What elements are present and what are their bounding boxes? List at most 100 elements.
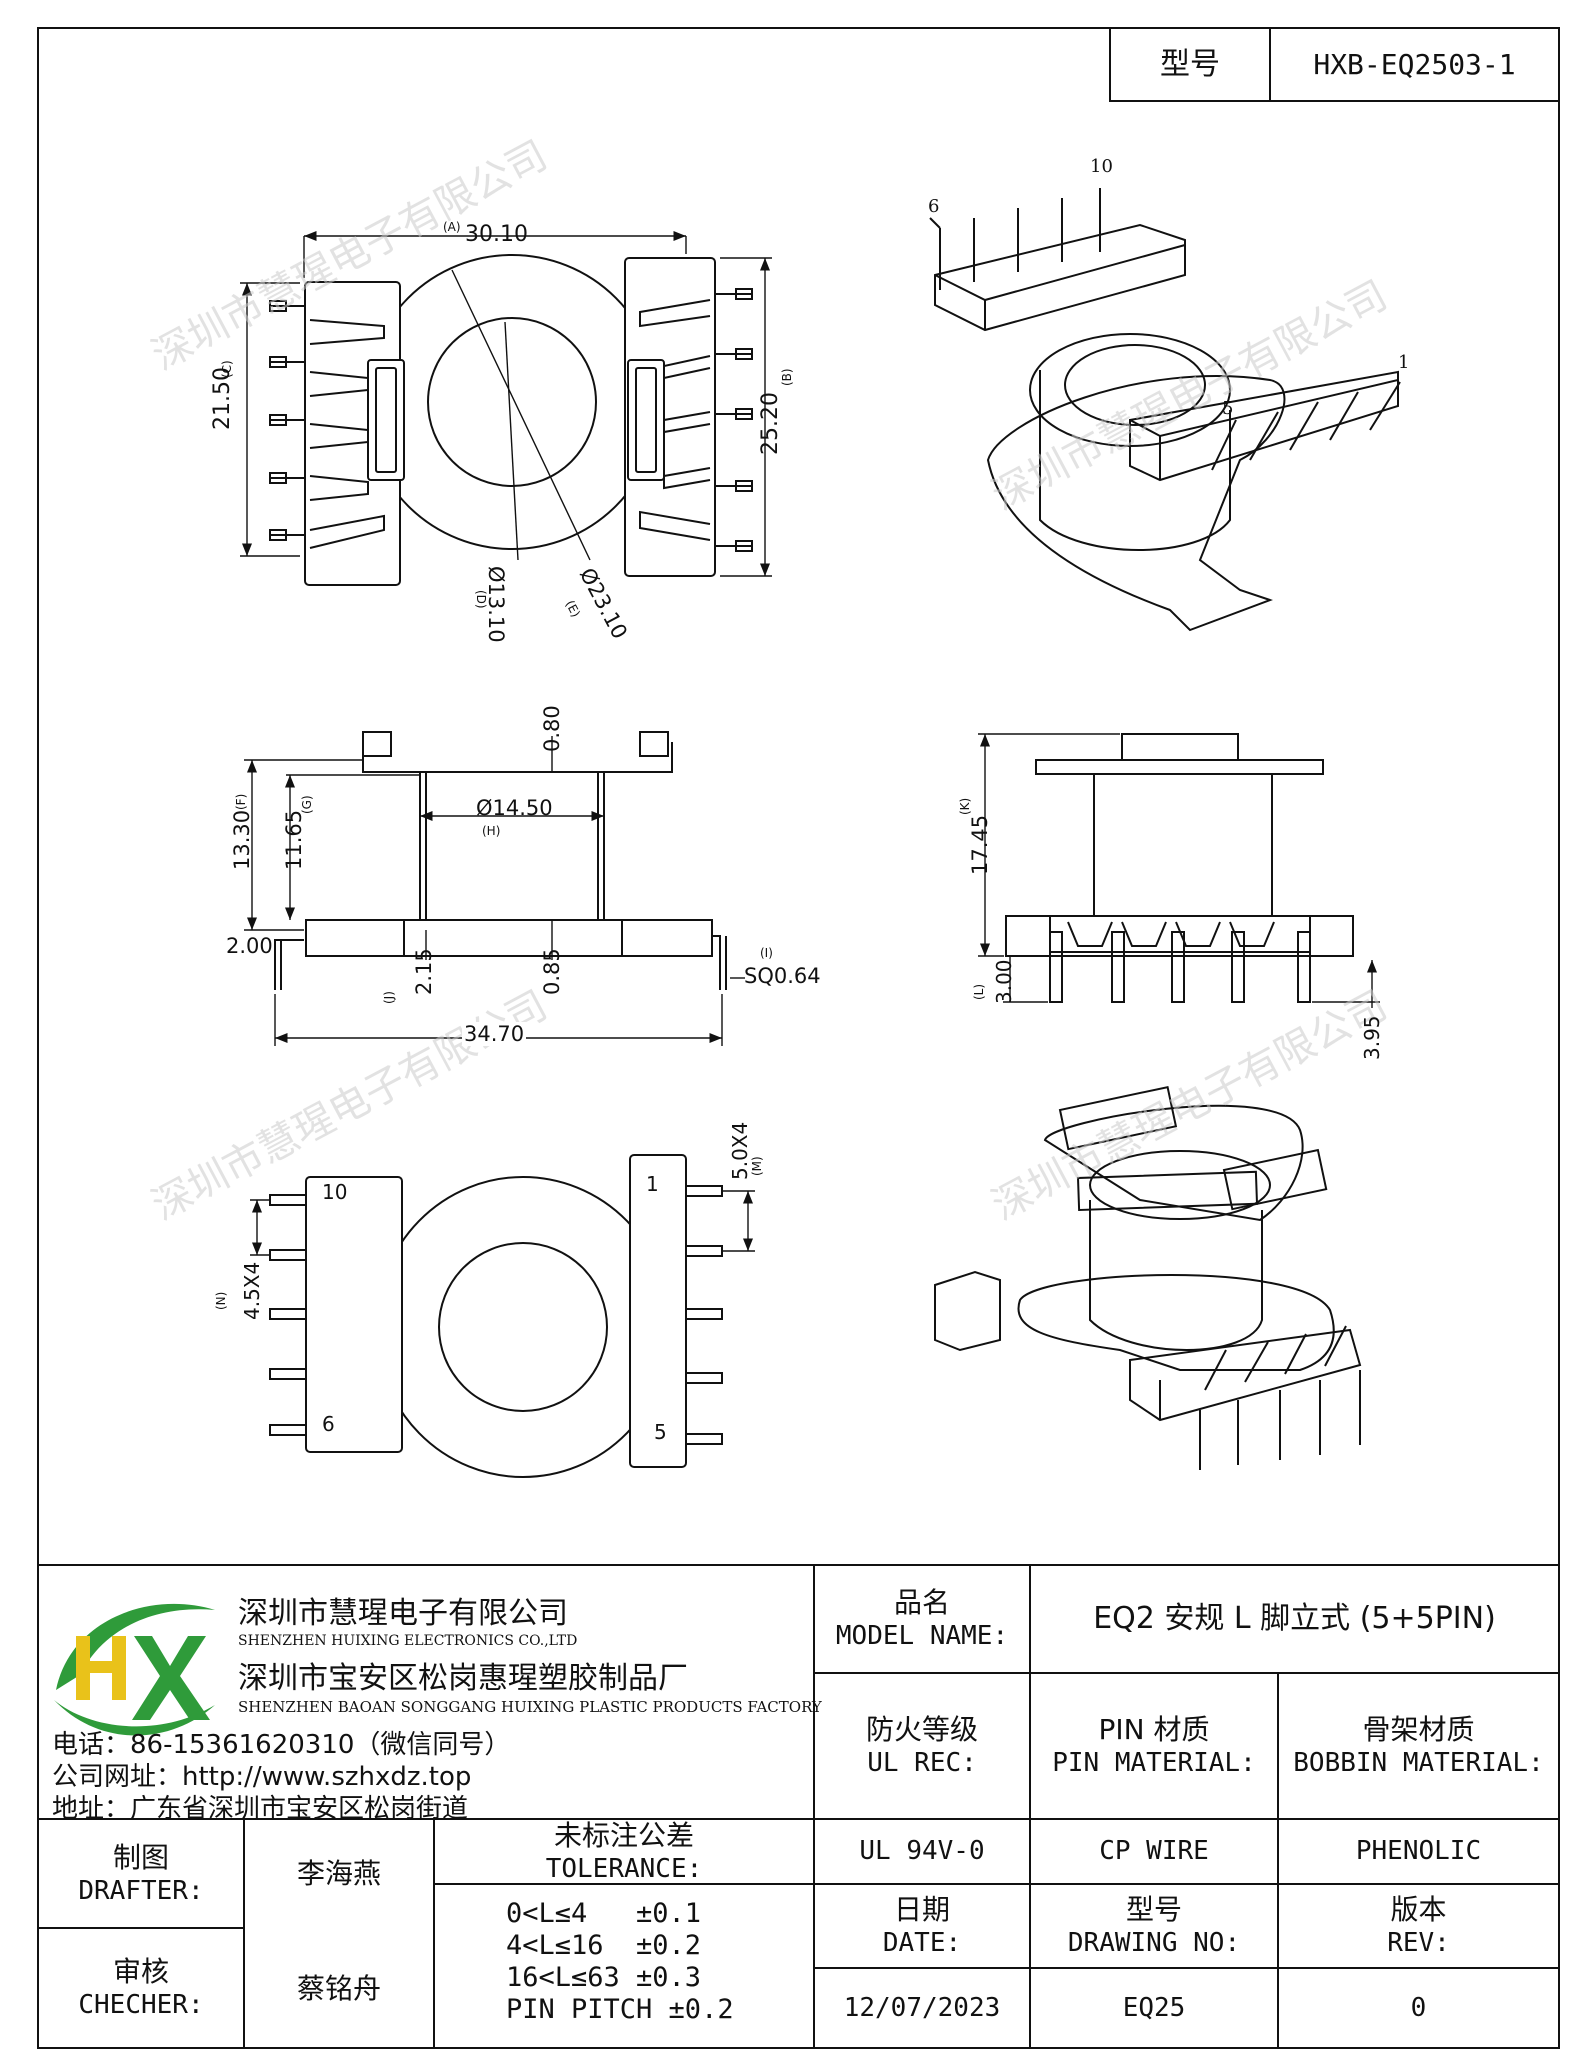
tolerance-line: 4<L≤16 ±0.2 <box>506 1930 702 1961</box>
dim-pin-offset-label: 2.00 <box>226 934 273 958</box>
pin-number-label: 10 <box>322 1180 348 1204</box>
drafter-en: DRAFTER: <box>78 1875 204 1906</box>
top-view-outer-ring <box>364 254 660 550</box>
dim-height-label: 17.45 <box>968 814 992 875</box>
dim-pitch-left-label: 4.5X4 <box>240 1261 264 1320</box>
drawing-no-value: EQ25 <box>1122 1992 1186 2023</box>
dim-bottom-flange-label: 0.85 <box>540 948 564 995</box>
dim-pin-size-label: SQ0.64 <box>744 964 821 988</box>
checker-en: CHECHER: <box>78 1990 204 2021</box>
dim-total-width-label: 34.70 <box>462 1022 527 1046</box>
tolerance-line: 16<L≤63 ±0.3 <box>506 1962 702 1993</box>
tolerance-line: PIN PITCH ±0.2 <box>506 1994 734 2025</box>
model-name-en: MODEL NAME: <box>835 1621 1009 1652</box>
dim-tag: (C) <box>220 360 234 378</box>
company-name-en-2: SHENZHEN BAOAN SONGGANG HUIXING PLASTIC … <box>238 1698 822 1716</box>
pin-material-en: PIN MATERIAL: <box>1052 1748 1256 1779</box>
dim-tag: (K) <box>958 797 972 815</box>
dim-pin-tip-label: 3.95 <box>1360 1015 1384 1060</box>
model-name-header: 品名 MODEL NAME: <box>814 1565 1030 1673</box>
checker-cn: 审核 <box>112 1955 169 1989</box>
dim-tag: (I) <box>760 946 773 960</box>
dim-tag: (H) <box>482 824 501 838</box>
bobbin-material-value: PHENOLIC <box>1355 1836 1482 1867</box>
drawing-no-en: DRAWING NO: <box>1067 1928 1241 1959</box>
drawing-no-header: 型号 DRAWING NO: <box>1030 1884 1278 1968</box>
drafter-header: 制图 DRAFTER: <box>38 1819 244 1928</box>
dim-tag: (B) <box>780 368 794 386</box>
dim-pin-len-label: 3.00 <box>992 959 1016 1004</box>
pin-material-header: PIN 材质 PIN MATERIAL: <box>1030 1673 1278 1819</box>
dim-pin-drop-label: 2.15 <box>412 948 436 995</box>
drawing-no-cn: 型号 <box>1125 1893 1182 1927</box>
dim-height-label: 25.20 <box>758 392 783 455</box>
dim-core-dia-label: Ø14.50 <box>476 796 553 820</box>
header-type-label: 型号 <box>1160 46 1220 82</box>
pin-number-label: 6 <box>928 196 940 217</box>
dim-tag: (D) <box>474 590 488 609</box>
bobbin-material-cn: 骨架材质 <box>1362 1713 1475 1747</box>
tolerance-header: 未标注公差 TOLERANCE: <box>434 1819 814 1884</box>
dim-pitch-right-label: 5.0X4 <box>728 1121 752 1180</box>
bobbin-material-header: 骨架材质 BOBBIN MATERIAL: <box>1278 1673 1559 1819</box>
company-name-cn-1: 深圳市慧瑆电子有限公司 <box>238 1596 568 1631</box>
dim-tag: (A) <box>443 220 461 234</box>
ul-rec-value: UL 94V-0 <box>859 1836 985 1867</box>
header-model-code: HXB-EQ2503-1 <box>1313 48 1516 81</box>
dim-top-flange-label: 0.80 <box>540 705 564 752</box>
company-name-en-1: SHENZHEN HUIXING ELECTRONICS CO.,LTD <box>238 1633 578 1649</box>
checker-header: 审核 CHECHER: <box>38 1928 244 2048</box>
dim-tag: (F) <box>234 793 248 810</box>
date-en: DATE: <box>882 1928 962 1959</box>
rev-value: 0 <box>1410 1992 1427 2023</box>
pin-material-value: CP WIRE <box>1099 1836 1209 1867</box>
dim-width-label: 30.10 <box>465 222 528 247</box>
top-view <box>240 230 772 586</box>
pin-material-cn: PIN 材质 <box>1098 1713 1210 1747</box>
pin-number-label: 10 <box>1090 156 1113 177</box>
iso-view-bottom <box>934 1085 1362 1470</box>
top-view-inner-ring <box>427 317 597 487</box>
pin-number-label: 5 <box>654 1420 667 1444</box>
checker-name: 蔡铭舟 <box>296 1971 381 2005</box>
sheet-border <box>37 27 1560 2049</box>
date-cn: 日期 <box>893 1893 950 1927</box>
company-website[interactable]: 公司网址：http://www.szhxdz.top <box>52 1762 472 1792</box>
bobbin-material-en: BOBBIN MATERIAL: <box>1293 1748 1544 1779</box>
ul-rec-header: 防火等级 UL REC: <box>814 1673 1030 1819</box>
bottom-view <box>250 1154 755 1478</box>
pin-number-label: 5 <box>1222 398 1234 419</box>
dim-tag: (N) <box>214 1291 228 1310</box>
ul-rec-en: UL REC: <box>867 1748 977 1779</box>
model-name-cn: 品名 <box>893 1586 950 1620</box>
pin-number-label: 1 <box>646 1172 659 1196</box>
ul-rec-cn: 防火等级 <box>865 1713 978 1747</box>
dim-tag: (L) <box>972 983 986 1000</box>
pin-number-label: 6 <box>322 1412 335 1436</box>
dim-tag: (J) <box>382 991 396 1004</box>
date-value: 12/07/2023 <box>843 1992 1001 2023</box>
date-header: 日期 DATE: <box>814 1884 1030 1968</box>
company-name-cn-2: 深圳市宝安区松岗惠瑆塑胶制品厂 <box>238 1661 688 1696</box>
dim-tag: (G) <box>300 795 314 814</box>
model-name-value: EQ2 安规 L 脚立式 (5+5PIN) <box>1093 1601 1496 1637</box>
front-view <box>978 733 1380 1008</box>
iso-view-top <box>929 188 1401 632</box>
drafter-name: 李海燕 <box>296 1857 381 1890</box>
company-address: 地址：广东省深圳市宝安区松岗街道 <box>52 1794 469 1824</box>
rev-en: REV: <box>1387 1928 1450 1959</box>
tolerance-en: TOLERANCE: <box>545 1853 703 1884</box>
rev-header: 版本 REV: <box>1278 1884 1559 1968</box>
tolerance-cn: 未标注公差 <box>553 1818 694 1852</box>
dim-total-height-label: 13.30 <box>230 809 254 870</box>
title-block-grid <box>38 1564 1559 2048</box>
header-box <box>1109 27 1560 102</box>
company-logo <box>54 1603 215 1736</box>
rev-cn: 版本 <box>1390 1893 1447 1927</box>
dim-body-height-label: 11.65 <box>282 809 306 870</box>
company-phone: 电话：86-15361620310（微信同号） <box>52 1730 511 1760</box>
tolerance-line: 0<L≤4 ±0.1 <box>506 1898 702 1929</box>
dim-tag: (M) <box>750 1156 764 1176</box>
drafter-cn: 制图 <box>112 1840 169 1874</box>
